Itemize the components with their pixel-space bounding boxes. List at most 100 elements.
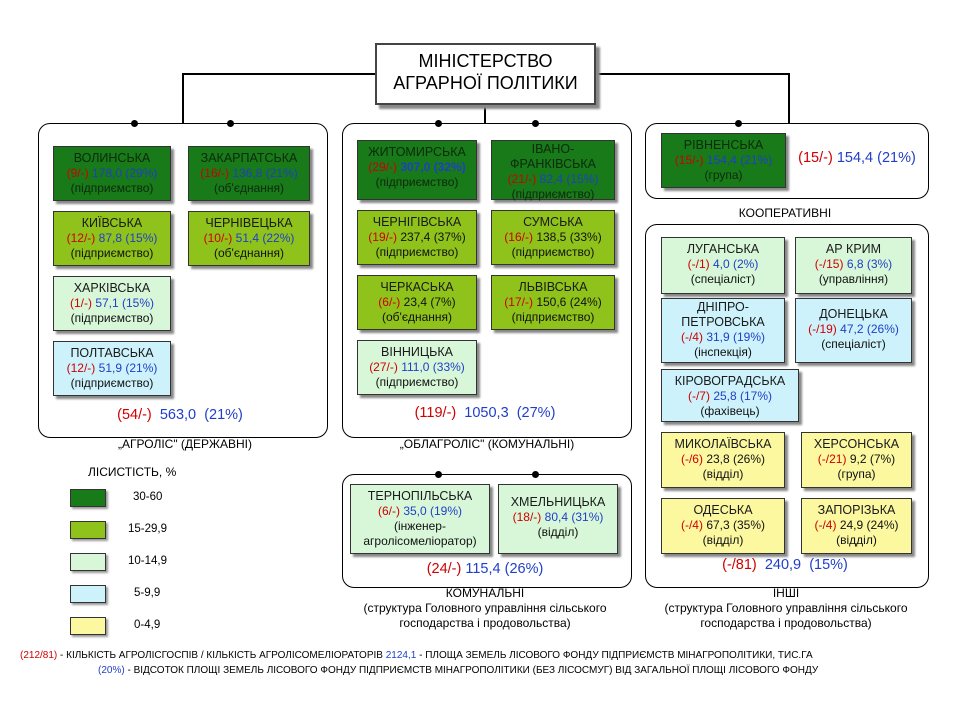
unit-name: ХЕРСОНСЬКА: [813, 437, 900, 451]
unit-count: (-/1): [687, 257, 710, 271]
unit-type: (підприємство): [70, 181, 154, 195]
connector-line: [788, 73, 790, 123]
unit-count: (19/-): [368, 230, 397, 244]
unit-name: РІВНЕНСЬКА: [683, 138, 764, 152]
unit-area: 25,8: [713, 389, 737, 403]
unit-area: 47,2: [840, 322, 864, 336]
unit-count: (16/-): [200, 166, 229, 180]
unit-kherson: ХЕРСОНСЬКА (-/21) 9,2 (7%) (група): [801, 432, 912, 488]
unit-name: ДОНЕЦЬКА: [819, 307, 888, 321]
footnote-line2: (20%) - ВІДСОТОК ПЛОЩІ ЗЕМЕЛЬ ЛІСОВОГО Ф…: [98, 665, 818, 676]
unit-type: (об'єднання): [213, 246, 284, 260]
unit-type: (об'єднання): [381, 310, 452, 324]
unit-name: ТЕРНОПІЛЬСЬКА: [367, 489, 473, 503]
unit-area: 154,4: [706, 153, 737, 167]
unit-type: (інженер-агролісомеліоратор): [363, 519, 477, 548]
unit-count: (-/6): [680, 452, 703, 466]
connector-line: [596, 73, 790, 75]
unit-area: 4,0: [712, 257, 730, 271]
unit-type: (спеціаліст): [821, 337, 886, 351]
unit-area: 82,4: [539, 172, 563, 186]
unit-name: МИКОЛАЇВСЬКА: [674, 437, 772, 451]
unit-count: (6/-): [377, 504, 400, 518]
group-inshi: [645, 224, 929, 588]
legend-swatch: [70, 489, 106, 507]
unit-type: (група): [704, 168, 743, 182]
footnote-area-desc: - ПЛОЩА ЗЕМЕЛЬ ЛІСОВОГО ФОНДУ ПІДПРИЄМСТ…: [416, 650, 813, 661]
unit-name: ЧЕРНІВЕЦЬКА: [205, 216, 293, 230]
caption-komunalni-title: КОМУНАЛЬНІ: [445, 586, 525, 600]
unit-kirovohrad: КІРОВОГРАДСЬКА (-/7) 25,8 (17%) (фахівец…: [661, 369, 799, 422]
unit-khmelnytskyi: ХМЕЛЬНИЦЬКА (18/-) 80,4 (31%) (відділ): [498, 484, 618, 554]
unit-name: ІВАНО-ФРАНКІВСЬКА: [510, 142, 596, 171]
unit-type: (підприємство): [70, 311, 154, 325]
unit-pct: (31%): [571, 510, 604, 524]
unit-type: (управління): [818, 272, 889, 286]
unit-area: 150,6: [536, 295, 567, 309]
unit-type: (підприємство): [375, 375, 459, 389]
unit-crimea: АР КРИМ (-/15) 6,8 (3%) (управління): [795, 237, 912, 294]
unit-area: 31,9: [706, 330, 730, 344]
unit-type: (підприємство): [70, 376, 154, 390]
total-oblagrolis: (119/-) 1050,3 (27%): [385, 405, 585, 421]
unit-count: (10/-): [203, 231, 233, 245]
unit-count: (-/4): [680, 330, 703, 344]
unit-kyiv: КИЇВСЬКА (12/-) 87,8 (15%) (підприємство…: [53, 211, 171, 266]
unit-area: 136,8: [232, 166, 263, 180]
unit-name: ОДЕСЬКА: [693, 503, 753, 517]
unit-dnipropetrovsk: ДНІПРО-ПЕТРОВСЬКА (-/4) 31,9 (19%) (інсп…: [661, 298, 785, 363]
total-count: (24/-): [426, 561, 462, 577]
unit-name: АР КРИМ: [825, 242, 882, 256]
total-count: (54/-): [117, 407, 152, 423]
total-inshi: (-/81) 240,9 (15%): [690, 557, 880, 573]
caption-inshi: ІНШІ (структура Головного управління сіл…: [636, 586, 936, 631]
unit-mykolaiv: МИКОЛАЇВСЬКА (-/6) 23,8 (26%) (відділ): [661, 432, 785, 488]
unit-pct: (33%): [432, 360, 465, 374]
unit-name: ЖИТОМИРСЬКА: [368, 145, 466, 159]
unit-pct: (3%): [866, 257, 893, 271]
unit-ternopil: ТЕРНОПІЛЬСЬКА (6/-) 35,0 (19%) (інженер-…: [350, 484, 490, 554]
connector-dot: [227, 120, 234, 127]
unit-count: (29/-): [368, 160, 397, 174]
total-pct: (27%): [516, 405, 556, 421]
unit-rivne: РІВНЕНСЬКА (15/-) 154,4 (21%) (група): [661, 133, 786, 188]
unit-sumy: СУМСЬКА (16/-) 138,5 (33%) (підприємство…: [491, 210, 615, 265]
connector-line: [182, 73, 184, 123]
unit-pct: (7%): [430, 295, 456, 309]
unit-count: (18/-): [512, 510, 542, 524]
connector-line: [182, 73, 376, 75]
unit-pct: (2%): [733, 257, 759, 271]
group-oblagrolis: [342, 123, 632, 438]
unit-pct: (35%): [733, 518, 766, 532]
unit-count: (-/19): [808, 322, 837, 336]
unit-name: ХАРКІВСЬКА: [73, 281, 151, 295]
unit-area: 80,4: [544, 510, 568, 524]
footnote-area-example: 2124,1: [385, 650, 417, 661]
unit-count: (16/-): [504, 230, 533, 244]
total-pct: (15%): [809, 557, 848, 573]
footnote-count-desc: - КІЛЬКІСТЬ АГРОЛІСГОСПІВ / КІЛЬКІСТЬ АГ…: [57, 650, 386, 661]
caption-oblagrolis: „ОБЛАГРОЛІС" (КОМУНАЛЬНІ): [399, 437, 575, 451]
unit-name: ЗАКАРПАТСЬКА: [200, 151, 298, 165]
unit-type: (підприємство): [511, 187, 595, 201]
connector-dot: [532, 120, 539, 127]
unit-count: (-/15): [814, 257, 844, 271]
unit-pct: (19%): [733, 330, 766, 344]
unit-kharkiv: ХАРКІВСЬКА (1/-) 57,1 (15%) (підприємств…: [53, 276, 171, 331]
unit-type: (підприємство): [375, 175, 459, 189]
unit-poltava: ПОЛТАВСЬКА (12/-) 51,9 (21%) (підприємст…: [53, 341, 171, 396]
unit-pct: (19%): [430, 504, 463, 518]
unit-area: 9,2: [849, 452, 867, 466]
unit-pct: (15%): [122, 296, 155, 310]
unit-pct: (32%): [433, 160, 466, 174]
unit-count: (15/-): [674, 153, 704, 167]
caption-inshi-sub1: (структура Головного управління сільсько…: [664, 601, 908, 615]
unit-count: (17/-): [504, 295, 533, 309]
unit-pct: (22%): [262, 231, 295, 245]
unit-chernihiv: ЧЕРНІГІВСЬКА (19/-) 237,4 (37%) (підприє…: [357, 210, 477, 265]
unit-zaporizhzhia: ЗАПОРІЗЬКА (-/4) 24,9 (24%) (відділ): [801, 498, 912, 554]
unit-type: (відділ): [702, 467, 744, 481]
unit-volyn: ВОЛИНСЬКА (9/-) 178,0 (29%) (підприємств…: [53, 146, 171, 201]
unit-zhytomyr: ЖИТОМИРСЬКА (29/-) 307,0 (32%) (підприєм…: [357, 140, 477, 200]
unit-count: (27/-): [369, 360, 398, 374]
